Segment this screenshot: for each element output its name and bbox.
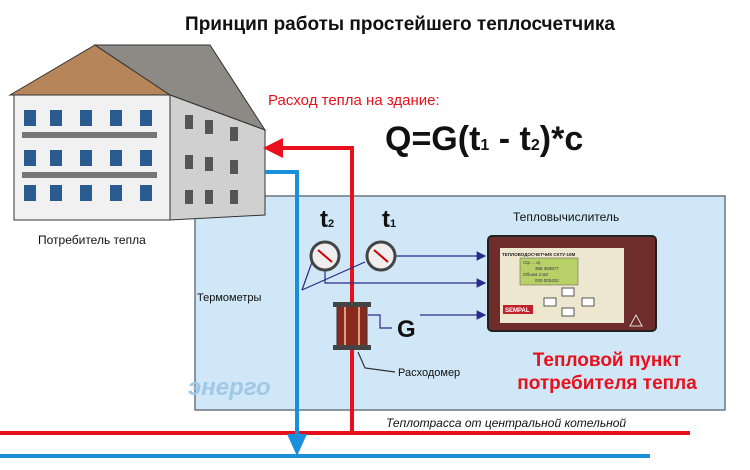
- t2-label: t2: [320, 206, 334, 233]
- supply-arrow-icon: [263, 138, 283, 158]
- watermark: энерго: [188, 374, 271, 401]
- svg-text:000 003422: 000 003422: [535, 278, 559, 283]
- heat-flow-label: Расход тепла на здание:: [268, 92, 440, 109]
- warning-icon: [629, 313, 643, 327]
- flowmeter-label: Расходомер: [398, 367, 460, 379]
- station-title-line2: потребителя тепла: [517, 373, 697, 394]
- pipeline-label: Теплотрасса от центральной котельной: [386, 416, 626, 430]
- consumer-label: Потребитель тепла: [38, 233, 146, 247]
- return-arrow-icon: [287, 434, 307, 456]
- heat-calculator-device: ТЕПЛОВОДОСЧЕТЧИК СКТУ-10М Сtp ... а) 368…: [487, 235, 657, 332]
- svg-text:Сtp ... а): Сtp ... а): [523, 260, 541, 265]
- svg-text:ТЕПЛОВОДОСЧЕТЧИК СКТУ-10М: ТЕПЛОВОДОСЧЕТЧИК СКТУ-10М: [502, 252, 576, 257]
- diagram-title: Принцип работы простейшего теплосчетчика: [185, 14, 615, 35]
- svg-text:368 383677: 368 383677: [535, 266, 559, 271]
- g-label: G: [397, 316, 416, 343]
- thermometer-t1-icon: [365, 240, 397, 272]
- down-key: [561, 307, 575, 317]
- t1-label: t1: [382, 206, 396, 233]
- thermometers-label: Термометры: [197, 292, 261, 304]
- right-key: [581, 297, 595, 307]
- building-icon: [8, 44, 267, 221]
- return-pipe-riser: [265, 170, 299, 440]
- station-title-line1: Тепловой пункт: [533, 350, 681, 371]
- brand-logo: SEMPAL: [505, 308, 530, 314]
- flowmeter-icon: [333, 302, 371, 350]
- thermometer-t2-icon: [309, 240, 341, 272]
- left-key: [543, 297, 557, 307]
- calculator-label: Тепловычислитель: [513, 210, 619, 224]
- up-key: [561, 287, 575, 297]
- svg-text:Объем 2 м3: Объем 2 м3: [523, 272, 548, 277]
- formula: Q=G(t1 - t2)*c: [385, 120, 583, 158]
